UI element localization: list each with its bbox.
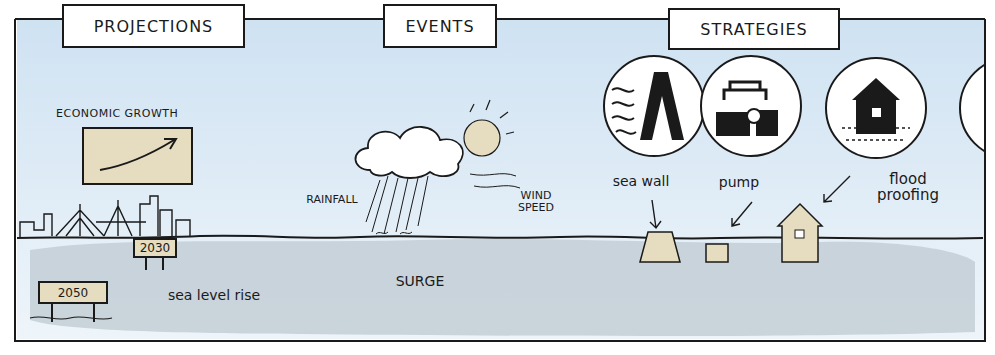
building [20,214,52,238]
year-sign: 2050 [38,281,108,304]
frame-line [14,19,16,342]
sky [17,19,984,339]
annotation-label: flood proofing [866,172,950,204]
window [872,108,881,117]
annotation-label: sea level rise [154,288,274,303]
node-text: PROJECTIONS [94,17,214,36]
header-box: PROJECTIONS [62,4,245,48]
cloud [355,127,462,178]
leader-arrow [650,200,661,228]
weather [355,100,520,234]
node-text: EVENTS [405,17,474,36]
icon-circle [701,56,801,156]
growth-arrow [100,140,174,170]
waves-icon [612,88,636,133]
bridge [56,204,104,236]
annotation-label: SURGE [370,274,470,289]
splash [376,232,412,234]
leader-arrow [732,202,752,226]
header-box: EVENTS [383,4,497,48]
frame-line [15,340,985,342]
icon-circle [826,58,926,158]
sign-posts [30,257,163,322]
wind-lines [470,174,520,188]
header-box: STRATEGIES [668,8,840,50]
annotation-label: RAINFALL [292,194,372,206]
node-text: 2050 [58,286,89,300]
frame [15,19,985,342]
water-line [842,128,910,140]
city-skyline [20,196,190,238]
annotation-label: pump [704,175,774,190]
chart-box: ECONOMIC GROWTH [82,127,193,185]
node-text: ECONOMIC GROWTH [56,107,178,120]
leader-arrows [650,176,850,228]
pump-icon [724,82,766,100]
sea-wall-icon [640,72,684,140]
strategy-objects [640,204,822,262]
house-icon [852,78,900,134]
sun [464,120,500,156]
year-sign: 2030 [133,238,177,258]
arrow-head [164,139,176,149]
pump [706,244,728,262]
node-text: STRATEGIES [700,20,807,39]
post [146,257,163,270]
bridge [96,200,146,236]
leader-arrow [824,176,850,202]
rain [366,176,428,234]
building [140,196,190,236]
icon-circle [604,56,704,156]
icon-circle [960,58,984,158]
annotation-label: sea wall [596,174,686,189]
sea-wall [640,232,680,262]
pump-fan [747,109,761,123]
house [778,204,822,262]
node-text: 2030 [140,241,171,255]
sun-rays [470,100,514,134]
pump-icon [716,112,750,136]
ripple [30,317,112,319]
window [795,230,804,238]
annotation-label: WIND SPEED [506,190,566,213]
strategy-icons [604,56,984,158]
frame-line [984,19,986,342]
